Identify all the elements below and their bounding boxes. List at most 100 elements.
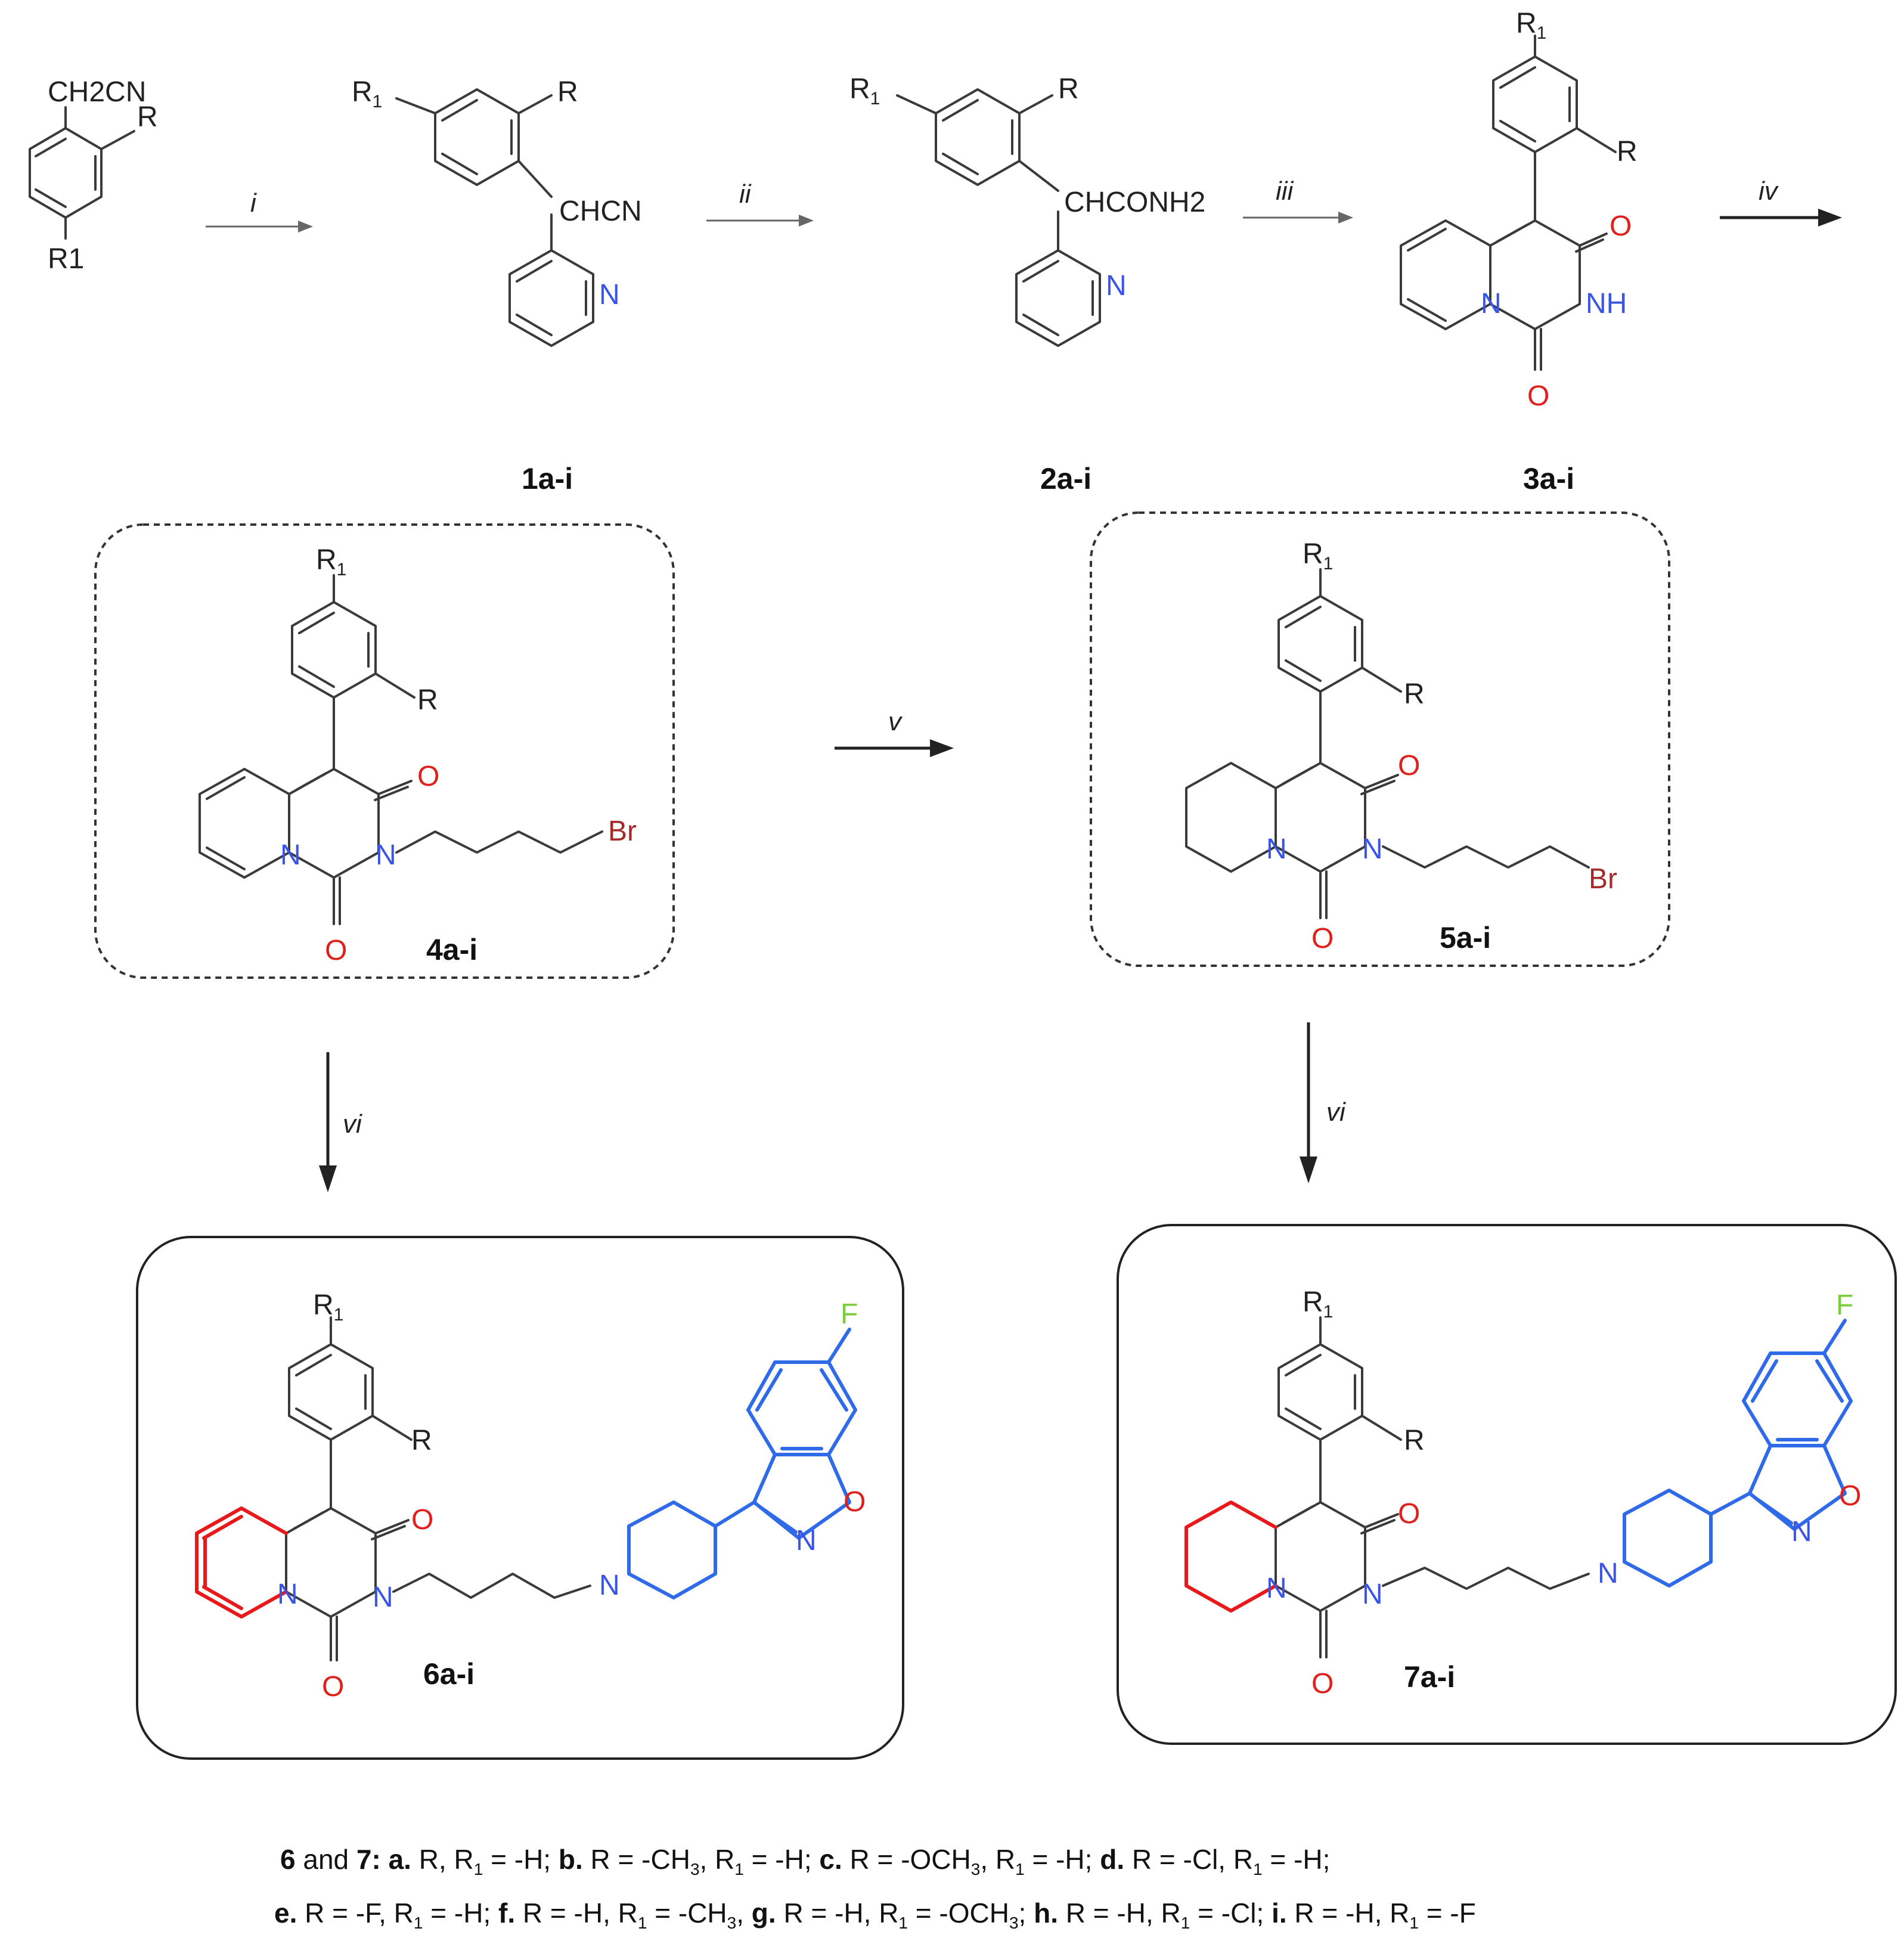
legend-run: and [296,1844,356,1875]
bridgehead-n-label: N [277,1579,298,1610]
r1-label: R1 [1303,1286,1333,1322]
legend-run: 1 [1181,1914,1190,1932]
substituent-legend-line-1: 6 and 7: a. R, R1 = -H; b. R = -CH3, R1 … [280,1844,1330,1878]
r-label: R [411,1425,432,1456]
legend-run: e. [274,1898,297,1929]
legend-run: 1 [1409,1914,1419,1932]
bromine-label: Br [1589,863,1617,895]
legend-run: g. [752,1898,776,1929]
compound-6-box [136,1236,904,1760]
r1-label: R1 [313,1289,343,1325]
bridgehead-n-label: N [1481,288,1502,320]
r1-label: R1 [1516,8,1546,43]
chconh2-label: CHCONH2 [1064,187,1205,218]
compound-6-label: 6a-i [423,1657,475,1691]
legend-run: R = -F, R [297,1898,414,1929]
legend-run: c. [819,1844,842,1875]
starting-material-structure: CH2CN R R1 [29,76,158,275]
compound-5-structure: R1 R O N N O Br [1185,538,1617,954]
legend-run: = -H; [423,1898,498,1929]
legend-run: = -Cl; [1190,1898,1272,1929]
reagent-label: ii [739,179,752,209]
legend-run: d. [1100,1844,1124,1875]
legend-run: 1 [474,1860,483,1878]
r1-label: R1 [48,243,84,275]
r-label: R [137,101,158,133]
r-label: R [1617,136,1638,168]
bromine-label: Br [608,816,637,847]
compound-3-structure: R1 R O NH N O [1400,8,1638,412]
compound-2-label: 2a-i [1040,462,1091,495]
compound-7-structure: R1 R O N N O N N O F [1184,1286,1861,1700]
legend-run: R = -H, R [776,1898,899,1929]
piperidine-n-label: N [599,1570,620,1601]
r-label: R [1404,678,1425,710]
legend-run: 1 [1015,1860,1025,1878]
reaction-arrow-v: v [835,707,954,757]
legend-run: R = -H, R [1287,1898,1410,1929]
legend-run: a. [389,1844,411,1875]
legend-run: 3 [971,1860,981,1878]
legend-run: R = -H, R [1058,1898,1181,1929]
r1-label: R1 [352,76,382,111]
bridgehead-n-label: N [1266,1573,1287,1604]
legend-run: 6 [280,1844,296,1875]
r-label: R [1058,73,1079,105]
legend-run: f. [498,1898,515,1929]
r-label: R [557,76,578,108]
legend-run: R = -CH [583,1844,690,1875]
legend-run: b. [559,1844,583,1875]
legend-run: h. [1034,1898,1058,1929]
compound-4-box [94,523,675,979]
legend-run: i. [1272,1898,1287,1929]
legend-run: 3 [690,1860,700,1878]
legend-run [381,1844,389,1875]
r-label: R [417,684,438,716]
legend-run: 1 [1253,1860,1263,1878]
carbonyl-o-label: O [1398,1498,1420,1530]
carbonyl-o-label: O [1527,380,1549,412]
legend-run: R = -Cl, R [1124,1844,1253,1875]
legend-run: , [736,1898,752,1929]
legend-run: , R [980,1844,1015,1875]
compound-4-label: 4a-i [426,933,477,966]
carbonyl-o-label: O [417,761,439,792]
r-label: R [1404,1425,1425,1456]
carbonyl-o-label: O [322,1671,344,1703]
reagent-label: vi [1326,1097,1346,1127]
legend-run: ; [1019,1898,1034,1929]
fluorine-label: F [841,1298,858,1330]
imide-n-label: N [1362,1579,1383,1610]
legend-run: R = -H, R [515,1898,638,1929]
bridgehead-n-label: N [280,839,301,871]
reaction-arrow-vi-left: vi [319,1052,362,1192]
isoxazole-o-label: O [1839,1480,1861,1512]
piperidine-n-label: N [1598,1558,1618,1589]
carbonyl-o-label: O [411,1504,433,1536]
ch2cn-label: CH2CN [48,76,146,108]
legend-run: = -OCH [908,1898,1009,1929]
nh-label: NH [1586,288,1627,320]
legend-run: = -H; [744,1844,820,1875]
carbonyl-o-label: O [325,935,347,966]
carbonyl-o-label: O [1610,210,1632,242]
compound-3-label: 3a-i [1523,462,1574,495]
carbonyl-o-label: O [1311,1668,1334,1700]
r1-label: R1 [849,73,880,108]
carbonyl-o-label: O [1398,750,1420,782]
compound-1-label: 1a-i [522,462,573,495]
reaction-arrow-vi-right: vi [1300,1022,1346,1183]
pyridine-n-label: N [1106,270,1127,302]
compound-4-structure: R1 R O N N O Br [199,544,637,966]
compound-7-box [1117,1224,1897,1745]
chcn-label: CHCN [559,196,642,227]
reaction-arrow-ii: ii [706,179,814,227]
legend-run: = -H; [1263,1844,1331,1875]
reaction-arrow-iii: iii [1243,176,1353,224]
isoxazole-o-label: O [844,1486,866,1518]
legend-run: 7: [356,1844,381,1875]
legend-run: 3 [727,1914,737,1932]
compound-7-label: 7a-i [1404,1660,1455,1694]
substituent-legend-line-2: e. R = -F, R1 = -H; f. R = -H, R1 = -CH3… [274,1898,1476,1932]
reagent-label: i [250,188,257,218]
